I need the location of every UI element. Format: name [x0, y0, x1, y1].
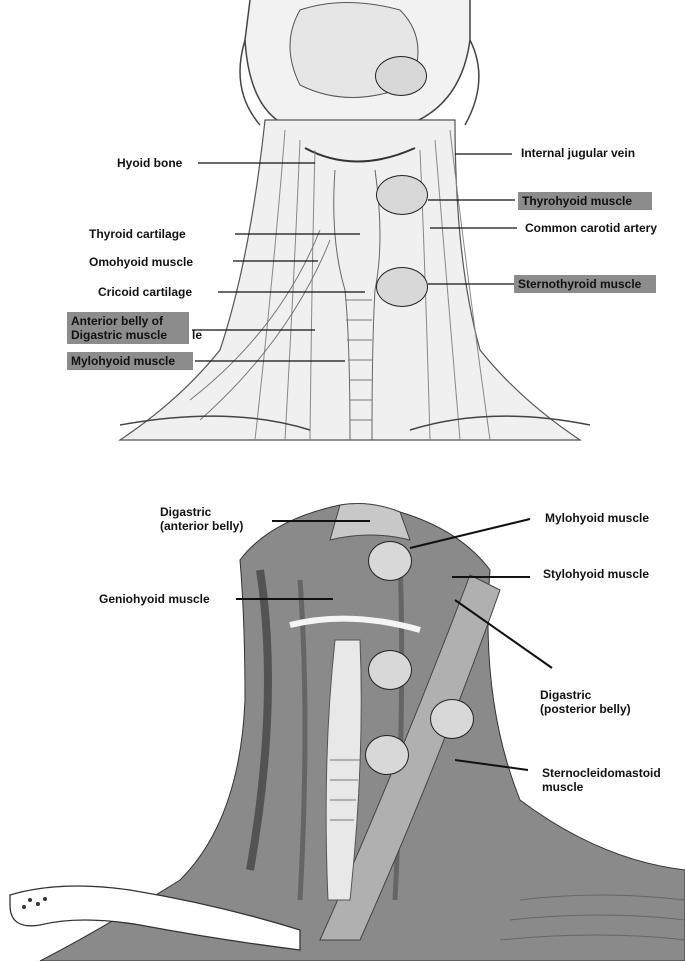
label-hyoid-bone: Hyoid bone	[117, 156, 183, 170]
label-mylohyoid-muscle-bottom: Mylohyoid muscle	[545, 511, 650, 525]
label-digastric-anterior-line1: Digastric	[160, 505, 212, 519]
label-thyrohyoid-muscle: Thyrohyoid muscle	[518, 192, 652, 210]
label-omohyoid-muscle: Omohyoid muscle	[89, 255, 194, 269]
label-digastric-anterior: Digastric (anterior belly)	[160, 505, 270, 533]
label-anterior-belly-digastric-line2: Digastric muscle	[71, 328, 168, 342]
label-thyroid-cartilage: Thyroid cartilage	[89, 227, 186, 241]
label-cricoid-cartilage: Cricoid cartilage	[98, 285, 193, 299]
label-sternothyroid-muscle: Sternothyroid muscle	[514, 275, 656, 293]
marker-top-3[interactable]	[376, 267, 428, 307]
label-digastric-posterior-line1: Digastric	[540, 688, 592, 702]
label-digastric-anterior-line2: (anterior belly)	[160, 519, 244, 533]
label-geniohyoid-muscle: Geniohyoid muscle	[99, 592, 210, 606]
label-anterior-belly-digastric: Anterior belly of Digastric muscle	[67, 312, 189, 344]
marker-bottom-4[interactable]	[365, 735, 409, 775]
top-neck-illustration	[110, 0, 591, 441]
leader-lines	[192, 153, 553, 771]
marker-bottom-1[interactable]	[368, 541, 412, 581]
marker-bottom-2[interactable]	[368, 650, 412, 690]
label-sternocleidomastoid: Sternocleidomastoid muscle	[542, 766, 682, 794]
label-digastric-posterior: Digastric (posterior belly)	[540, 688, 660, 716]
marker-top-1[interactable]	[375, 56, 427, 96]
label-stylohyoid-muscle: Stylohyoid muscle	[543, 567, 650, 581]
bottom-neck-illustration	[9, 503, 685, 961]
label-common-carotid-artery: Common carotid artery	[525, 221, 658, 235]
label-sternocleidomastoid-line1: Sternocleidomastoid	[542, 766, 661, 780]
label-internal-jugular-vein: Internal jugular vein	[521, 146, 636, 160]
label-anterior-belly-digastric-line1: Anterior belly of	[71, 314, 164, 328]
label-hidden-fragment: le	[192, 328, 203, 342]
label-digastric-posterior-line2: (posterior belly)	[540, 702, 631, 716]
marker-bottom-3[interactable]	[430, 699, 474, 739]
label-sternocleidomastoid-line2: muscle	[542, 780, 584, 794]
label-mylohyoid-muscle-top: Mylohyoid muscle	[67, 352, 193, 370]
marker-top-2[interactable]	[376, 175, 428, 215]
